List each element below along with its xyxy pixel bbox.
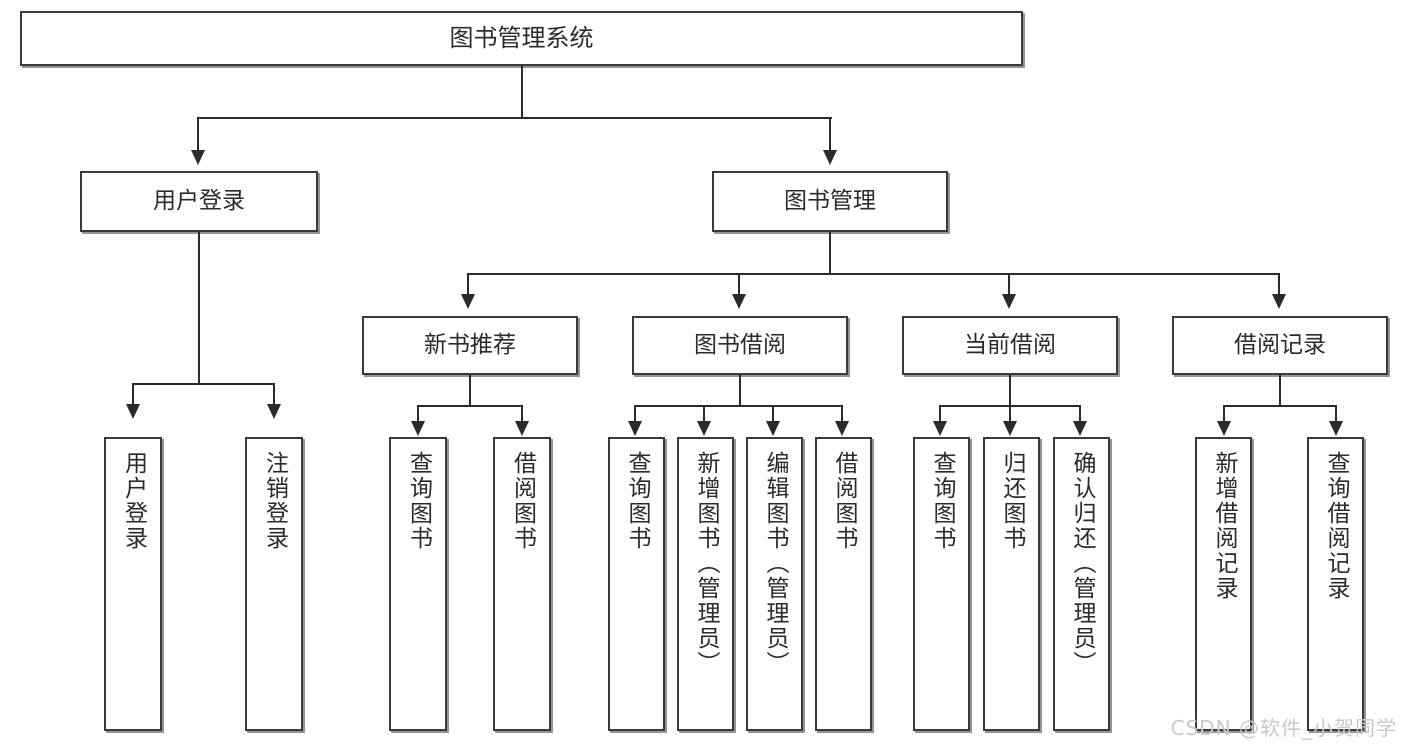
node-label: 确认归还（管理员） — [1069, 451, 1095, 676]
arrow-to-leaf-logout — [267, 404, 281, 419]
connector-root-to-user-login — [197, 117, 199, 151]
node-label: 用户登录 — [120, 451, 147, 551]
connector-borrow-record-stem — [1279, 375, 1281, 406]
node-borrow-record[interactable]: 借阅记录 — [1172, 316, 1388, 375]
arrow-leaf-query-book-1 — [411, 421, 425, 436]
arrow-leaf-borrow-book-1 — [515, 421, 529, 436]
connector-new-book-recommend-bus — [418, 405, 522, 407]
node-current-borrow[interactable]: 当前借阅 — [902, 316, 1118, 375]
node-user-login[interactable]: 用户登录 — [80, 171, 318, 232]
node-label: 借阅图书 — [509, 451, 536, 551]
node-label: 借阅记录 — [1234, 332, 1326, 359]
connector-to-borrow-record — [1278, 273, 1280, 295]
connector-leaf-add-borrow-record — [1223, 405, 1225, 423]
node-label: 归还图书 — [999, 451, 1025, 551]
node-book-management[interactable]: 图书管理 — [712, 171, 948, 232]
leaf-user-login[interactable]: 用户登录 — [104, 437, 162, 731]
arrow-leaf-add-book — [697, 421, 711, 436]
connector-new-book-recommend-stem — [469, 375, 471, 406]
node-label: 查询图书 — [929, 451, 955, 551]
connector-leaf-confirm-return — [1079, 405, 1081, 423]
arrow-leaf-query-book-3 — [933, 421, 947, 436]
node-label: 当前借阅 — [964, 332, 1056, 359]
arrow-leaf-confirm-return — [1073, 421, 1087, 436]
leaf-borrow-book-recommend[interactable]: 借阅图书 — [493, 437, 551, 731]
leaf-query-book-recommend[interactable]: 查询图书 — [389, 437, 447, 731]
node-book-borrow[interactable]: 图书借阅 — [632, 316, 848, 375]
connector-user-login-stem — [198, 232, 200, 384]
arrow-leaf-query-borrow-record — [1329, 421, 1343, 436]
connector-root-to-book-management — [829, 117, 831, 151]
connector-to-leaf-user-login — [132, 383, 134, 405]
arrow-leaf-return-book — [1003, 421, 1017, 436]
connector-book-borrow-bus — [635, 405, 843, 407]
node-label: 查询图书 — [405, 451, 432, 551]
connector-to-leaf-logout — [273, 383, 275, 405]
connector-book-borrow-stem — [739, 375, 741, 406]
node-label: 注销登录 — [261, 451, 288, 551]
connector-leaf-query-borrow-record — [1335, 405, 1337, 423]
node-label: 图书管理 — [784, 188, 876, 215]
connector-to-book-borrow — [738, 273, 740, 295]
connector-leaf-query-book-1 — [417, 405, 419, 423]
connector-to-new-book-recommend — [467, 273, 469, 295]
node-label: 新书推荐 — [424, 332, 516, 359]
connector-leaf-return-book — [1009, 405, 1011, 423]
node-label: 新增图书（管理员） — [693, 451, 719, 676]
node-label: 查询借阅记录 — [1323, 451, 1349, 601]
arrow-to-current-borrow — [1002, 294, 1016, 309]
leaf-return-book[interactable]: 归还图书 — [983, 437, 1040, 731]
node-label: 新增借阅记录 — [1211, 451, 1237, 601]
connector-leaf-edit-book — [772, 405, 774, 423]
arrow-leaf-add-borrow-record — [1217, 421, 1231, 436]
connector-leaf-borrow-book-1 — [521, 405, 523, 423]
node-label: 借阅图书 — [831, 451, 857, 551]
connector-user-login-bus — [133, 383, 275, 385]
leaf-edit-book-admin[interactable]: 编辑图书（管理员） — [746, 437, 803, 731]
node-new-book-recommend[interactable]: 新书推荐 — [362, 316, 578, 375]
arrow-leaf-query-book-2 — [628, 421, 642, 436]
node-label: 图书借阅 — [694, 332, 786, 359]
arrow-to-book-management — [823, 150, 837, 165]
arrow-to-borrow-record — [1272, 294, 1286, 309]
leaf-add-borrow-record[interactable]: 新增借阅记录 — [1195, 437, 1252, 731]
leaf-add-book-admin[interactable]: 新增图书（管理员） — [677, 437, 734, 731]
arrow-to-book-borrow — [732, 294, 746, 309]
connector-root-bus — [198, 117, 832, 119]
arrow-to-user-login — [191, 150, 205, 165]
arrow-to-leaf-user-login — [126, 404, 140, 419]
arrow-leaf-borrow-book-2 — [835, 421, 849, 436]
connector-leaf-query-book-3 — [939, 405, 941, 423]
node-label: 查询图书 — [624, 451, 650, 551]
leaf-logout[interactable]: 注销登录 — [245, 437, 303, 731]
connector-root-stem — [521, 66, 523, 118]
node-label: 用户登录 — [153, 188, 245, 215]
connector-current-borrow-stem — [1009, 375, 1011, 406]
arrow-leaf-edit-book — [766, 421, 780, 436]
node-root-book-management-system[interactable]: 图书管理系统 — [20, 11, 1023, 66]
connector-leaf-add-book — [703, 405, 705, 423]
leaf-query-book-current[interactable]: 查询图书 — [913, 437, 970, 731]
leaf-query-book-borrow[interactable]: 查询图书 — [608, 437, 665, 731]
connector-to-current-borrow — [1008, 273, 1010, 295]
connector-leaf-query-book-2 — [634, 405, 636, 423]
connector-book-management-bus — [468, 273, 1280, 275]
node-label: 图书管理系统 — [449, 23, 594, 52]
leaf-borrow-book[interactable]: 借阅图书 — [815, 437, 872, 731]
connector-borrow-record-bus — [1224, 405, 1336, 407]
leaf-confirm-return-admin[interactable]: 确认归还（管理员） — [1053, 437, 1110, 731]
leaf-query-borrow-record[interactable]: 查询借阅记录 — [1307, 437, 1364, 731]
node-label: 编辑图书（管理员） — [762, 451, 788, 676]
connector-leaf-borrow-book-2 — [841, 405, 843, 423]
arrow-to-new-book-recommend — [461, 294, 475, 309]
connector-book-management-stem — [829, 232, 831, 274]
